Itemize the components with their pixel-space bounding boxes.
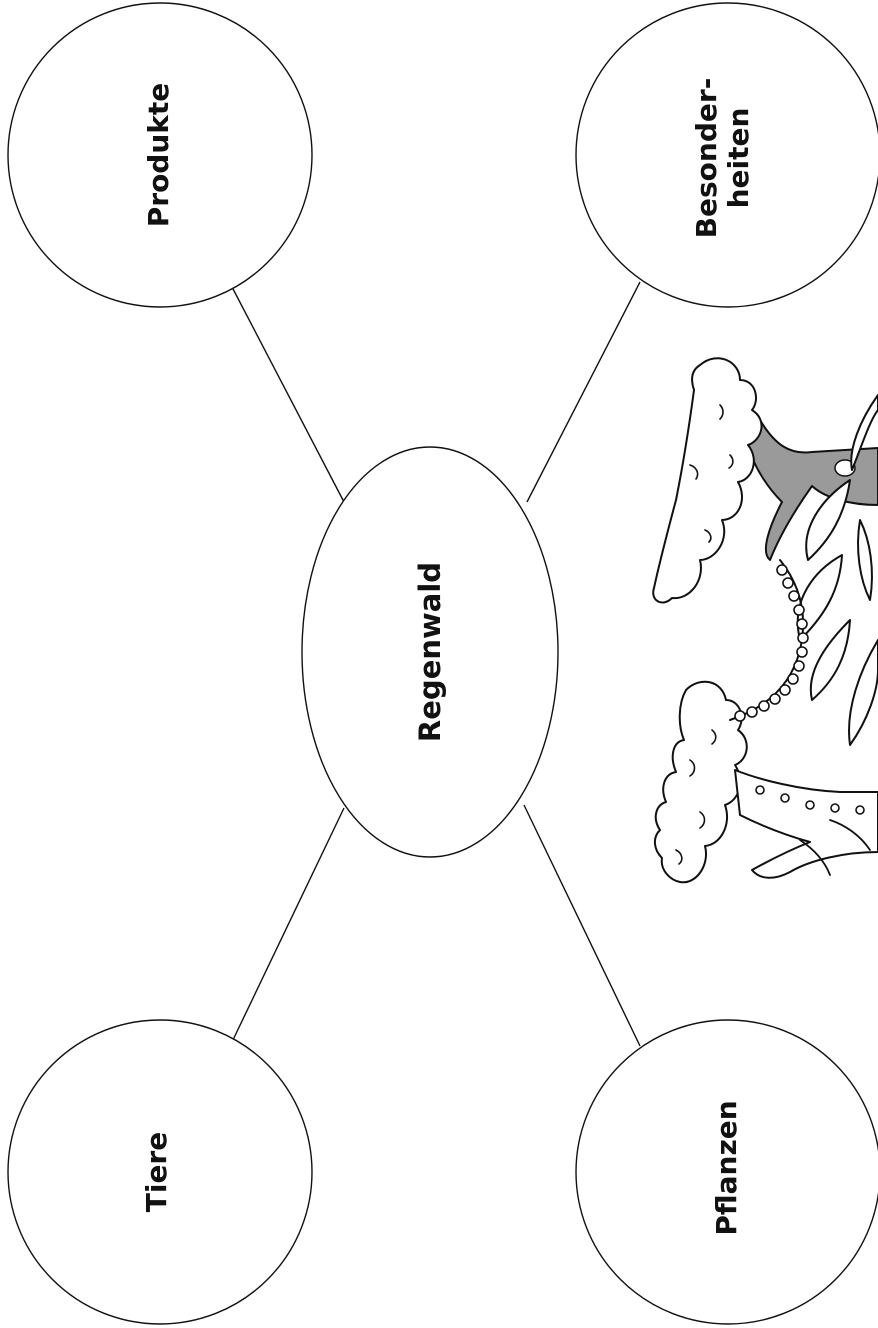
tree-trunk-lower: [734, 769, 878, 879]
rainforest-trees-drawing: [652, 357, 878, 884]
besonderheiten-label-line2: heiten: [722, 108, 755, 209]
connector-pflanzen: [523, 804, 641, 1047]
connector-produkte: [231, 286, 345, 503]
palm-leaf-2: [805, 479, 851, 561]
palm-leaf-6: [857, 519, 873, 601]
regenwald-label: Regenwald: [413, 562, 447, 742]
regenwald-ellipse: [301, 446, 559, 858]
produkte-label: Produkte: [142, 83, 175, 228]
tree-canopy-upper: [652, 357, 763, 604]
tiere-circle: [7, 1019, 313, 1325]
tree-trunk-upper: [747, 419, 878, 561]
tiere-label: Tiere: [140, 1132, 173, 1213]
pflanzen-label: Pflanzen: [710, 1100, 743, 1235]
besonderheiten-circle: [575, 2, 878, 308]
besonderheiten-label-line1: Besonder-: [690, 78, 723, 239]
connector-besonderheiten: [526, 281, 641, 503]
palm-leaf-4: [809, 619, 851, 701]
connector-tiere: [231, 807, 345, 1043]
tree-canopy-lower: [654, 680, 748, 884]
produkte-circle: [7, 2, 313, 308]
vine-beads: [734, 564, 865, 815]
palm-leaf-5: [848, 639, 878, 746]
palm-leaf-1: [850, 394, 878, 471]
pflanzen-circle: [575, 1019, 878, 1325]
